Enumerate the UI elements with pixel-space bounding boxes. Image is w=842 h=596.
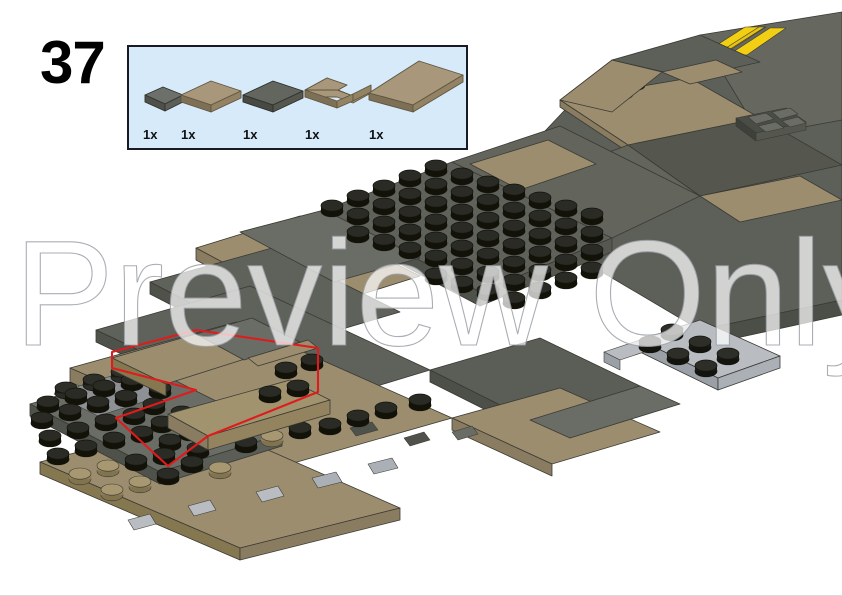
part-quantity-corner-plate-tan: 1x — [305, 127, 320, 142]
part-item-tile-1x2-gray — [239, 73, 309, 122]
parts-list: 1x 1x 1x — [129, 47, 466, 148]
step-number: 37 — [40, 29, 106, 96]
part-quantity-tile-2x4-tan: 1x — [369, 127, 384, 142]
part-icon-corner-plate-tan — [304, 77, 372, 109]
part-item-corner-plate-tan — [301, 69, 377, 122]
part-icon-tile-2x4-tan — [368, 60, 464, 113]
part-quantity-plate-1x1: 1x — [143, 127, 158, 142]
parts-callout-box: 1x 1x 1x — [127, 45, 468, 150]
part-icon-tile-1x2-tan — [180, 80, 242, 113]
part-item-tile-1x2-tan — [177, 73, 247, 122]
part-quantity-tile-1x2-tan: 1x — [181, 127, 196, 142]
part-icon-tile-1x2-gray — [242, 80, 304, 113]
new-parts-highlight-outline — [110, 328, 320, 468]
technic-detail-block — [735, 107, 807, 142]
part-item-tile-2x4-tan — [365, 55, 467, 122]
right-light-gray-plate — [603, 319, 781, 391]
new-parts-group — [111, 317, 331, 451]
part-quantity-tile-1x2-gray: 1x — [243, 127, 258, 142]
part-item-plate-1x1 — [141, 77, 187, 122]
part-icon-plate-1x1 — [144, 86, 184, 112]
